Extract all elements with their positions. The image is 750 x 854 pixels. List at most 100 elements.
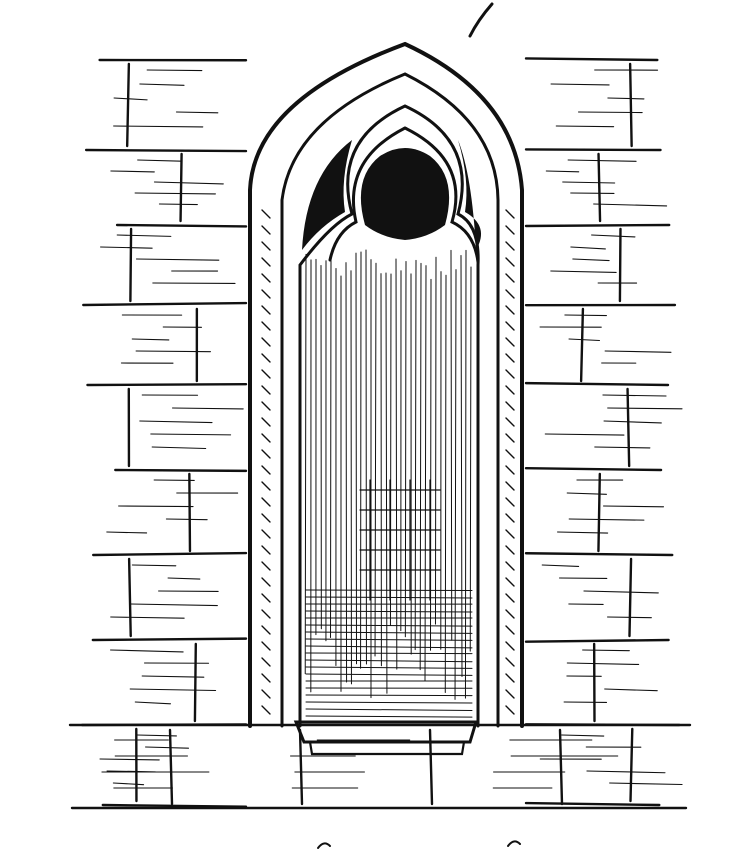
band-dash [261, 577, 271, 587]
glass-stroke [305, 701, 473, 704]
stone-joint [193, 642, 198, 723]
stone-hatch [151, 446, 207, 450]
mortar-line [92, 551, 248, 557]
band-dash [261, 273, 271, 283]
stone-hatch [566, 492, 607, 495]
right-spandrel [458, 140, 482, 250]
band-dash [261, 561, 271, 571]
band-dash [261, 641, 271, 651]
band-dash [261, 337, 271, 347]
bottom-pen-mark-right [507, 840, 521, 847]
band-dash [505, 657, 515, 667]
stone-hatch [541, 564, 580, 568]
stone-hatch [165, 518, 208, 521]
stone-hatch [137, 159, 183, 162]
band-dash [505, 369, 515, 379]
stone-hatch [562, 181, 616, 184]
band-dash [261, 321, 271, 331]
stone-hatch [130, 603, 218, 607]
stone-hatch [586, 770, 666, 774]
band-dash [261, 481, 271, 491]
stone-hatch [139, 83, 185, 86]
band-dash [505, 241, 515, 251]
stone-hatch [110, 616, 185, 619]
stone-joint [129, 227, 133, 303]
band-dash [505, 481, 515, 491]
mortar-line [115, 223, 248, 228]
mortar-line [86, 383, 248, 387]
mortar-line [84, 148, 248, 153]
band-dash [505, 385, 515, 395]
glass-stroke [305, 624, 473, 627]
band-dash [505, 353, 515, 363]
glass-stroke [434, 256, 437, 625]
band-dash [505, 705, 515, 715]
glass-stroke [305, 596, 473, 599]
sill-lower-step [308, 740, 466, 756]
stone-hatch [135, 350, 211, 353]
band-dash [505, 257, 515, 267]
stone-hatch [604, 688, 658, 692]
mortar-line [524, 148, 662, 152]
band-dash [261, 401, 271, 411]
glass-stroke [419, 262, 422, 671]
stone-joint [629, 727, 634, 803]
band-dash [261, 289, 271, 299]
glass-stroke [305, 631, 473, 634]
band-dash [261, 209, 271, 219]
band-dash [261, 433, 271, 443]
stone-hatch [594, 446, 651, 449]
band-dash [505, 689, 515, 699]
arch-band-dashes [261, 209, 515, 715]
glass-stroke [305, 708, 473, 712]
stone-hatch [572, 258, 610, 262]
stray-pen-stroke [468, 2, 494, 38]
stone-hatch [167, 577, 201, 580]
band-dash [261, 689, 271, 699]
stone-hatch [583, 590, 659, 594]
stone-joint [558, 728, 564, 806]
stone-hatch [561, 734, 605, 737]
mortar-line [524, 57, 659, 62]
stone-hatch [603, 420, 662, 424]
stone-joint [628, 557, 633, 638]
glass-stroke [424, 265, 427, 682]
stone-hatch [544, 433, 625, 436]
band-dash [261, 369, 271, 379]
stone-hatch [141, 675, 205, 678]
trefoil-outline [328, 126, 480, 264]
stone-hatch [577, 111, 643, 114]
glass-stroke [304, 253, 307, 675]
band-dash [505, 337, 515, 347]
band-dash [261, 465, 271, 475]
band-dash [261, 609, 271, 619]
glass-stroke [450, 249, 453, 641]
band-dash [505, 577, 515, 587]
glass-stroke [444, 274, 447, 693]
stone-hatch [602, 505, 665, 508]
stone-hatch [568, 338, 600, 342]
glass-stroke [345, 262, 348, 683]
band-dash [261, 305, 271, 315]
glass-stroke [464, 249, 467, 699]
stone-hatch [99, 758, 160, 761]
glass-stroke [305, 652, 473, 655]
stone-hatch [110, 170, 155, 173]
stone-joint [626, 387, 631, 468]
stone-hatch [171, 407, 244, 410]
band-dash [505, 545, 515, 555]
stone-hatch [146, 69, 203, 72]
mortar-line [524, 638, 670, 643]
glass-leading [359, 479, 441, 601]
stone-hatch [606, 616, 652, 619]
band-dash [505, 225, 515, 235]
stone-joint [628, 62, 633, 148]
stone-hatch [100, 246, 153, 249]
glass-stroke [385, 272, 388, 694]
stone-hatch [135, 258, 220, 261]
band-dash [505, 305, 515, 315]
glass-stroke [414, 259, 417, 651]
stone-hatch [175, 111, 219, 114]
glass-stroke [305, 589, 473, 592]
band-dash [261, 593, 271, 603]
